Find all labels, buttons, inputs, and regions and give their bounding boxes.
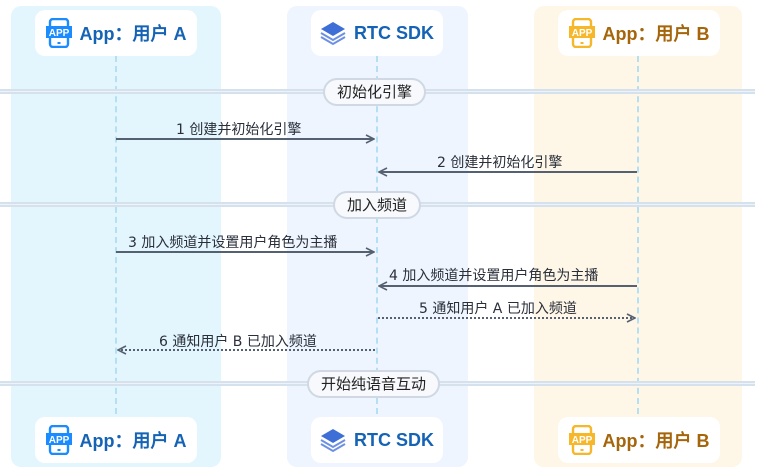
participant-label-user-a: App：用户 A bbox=[79, 431, 187, 451]
participant-label-rtc-sdk: RTC SDK bbox=[354, 22, 434, 43]
lifeline-rtc-sdk bbox=[376, 56, 378, 414]
participant-header-user-b-bottom: APP App：用户 B bbox=[558, 417, 720, 463]
phase-label-voice: 开始纯语音互动 bbox=[307, 370, 441, 398]
phase-label-init: 初始化引擎 bbox=[323, 78, 427, 106]
phase-label-join: 加入频道 bbox=[333, 191, 422, 219]
icon-app-text: APP bbox=[571, 435, 592, 446]
participant-label-user-b: App：用户 B bbox=[602, 24, 710, 44]
message-label-3: 3 加入频道并设置用户角色为主播 bbox=[128, 235, 338, 251]
message-label-4: 4 加入频道并设置用户角色为主播 bbox=[389, 268, 599, 284]
icon-app-text: APP bbox=[48, 435, 69, 446]
message-label-1: 1 创建并初始化引擎 bbox=[176, 122, 302, 138]
participant-label-rtc-sdk: RTC SDK bbox=[354, 429, 434, 450]
app-phone-icon: APP bbox=[568, 18, 595, 48]
message-label-2: 2 创建并初始化引擎 bbox=[437, 155, 563, 171]
message-label-5: 5 通知用户 A 已加入频道 bbox=[419, 301, 577, 317]
participant-header-rtc-sdk-bottom: RTC SDK bbox=[311, 417, 443, 463]
layers-stack-icon bbox=[320, 425, 346, 455]
app-phone-icon: APP bbox=[45, 425, 72, 455]
app-phone-icon: APP bbox=[568, 425, 595, 455]
participant-header-rtc-sdk-top: RTC SDK bbox=[311, 10, 443, 56]
participant-label-user-b: App：用户 B bbox=[602, 431, 710, 451]
participant-header-user-b-top: APP App：用户 B bbox=[558, 10, 720, 56]
message-label-6: 6 通知用户 B 已加入频道 bbox=[159, 334, 317, 350]
lifeline-user-a bbox=[115, 56, 117, 414]
participant-header-user-a-top: APP App：用户 A bbox=[35, 10, 197, 56]
layers-stack-icon bbox=[320, 18, 346, 48]
app-phone-icon: APP bbox=[45, 18, 72, 48]
participant-header-user-a-bottom: APP App：用户 A bbox=[35, 417, 197, 463]
icon-app-text: APP bbox=[571, 28, 592, 39]
lifeline-user-b bbox=[637, 56, 639, 414]
icon-app-text: APP bbox=[48, 28, 69, 39]
participant-label-user-a: App：用户 A bbox=[79, 24, 187, 44]
